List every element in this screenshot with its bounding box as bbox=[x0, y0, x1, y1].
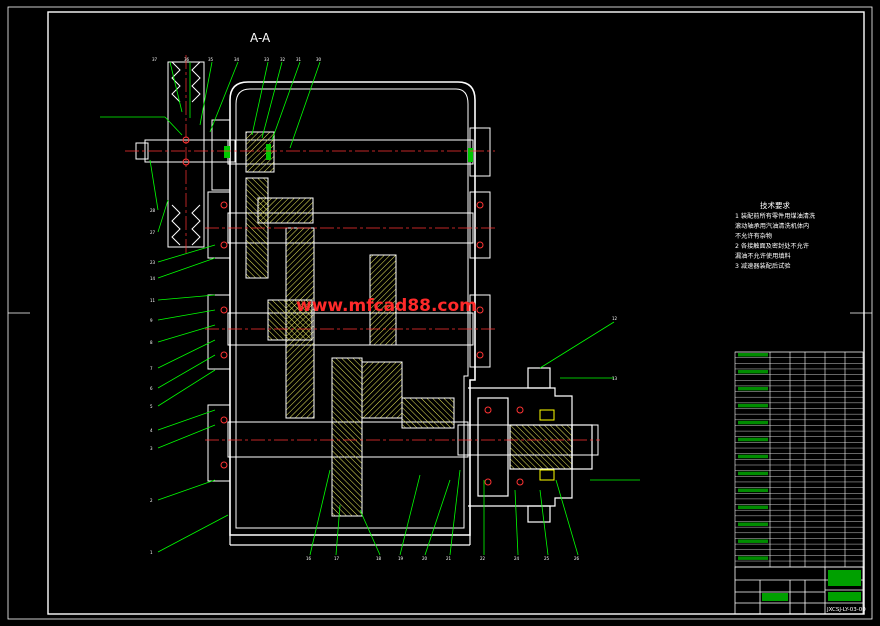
parts-list-cell bbox=[738, 505, 768, 510]
parts-list-cell bbox=[738, 556, 768, 560]
bearing-balls bbox=[182, 136, 524, 486]
svg-text:13: 13 bbox=[612, 376, 618, 381]
svg-text:23: 23 bbox=[150, 260, 156, 265]
svg-text:2 各接触面及密封处不允许: 2 各接触面及密封处不允许 bbox=[735, 242, 809, 250]
svg-text:3: 3 bbox=[150, 446, 153, 451]
svg-text:21: 21 bbox=[446, 556, 452, 561]
svg-text:1: 1 bbox=[150, 550, 153, 555]
svg-text:20: 20 bbox=[422, 556, 428, 561]
parts-list-cell bbox=[738, 369, 768, 374]
svg-text:不允许有杂物: 不允许有杂物 bbox=[735, 232, 772, 240]
green-accents bbox=[224, 144, 473, 162]
output-housing bbox=[468, 367, 593, 523]
svg-text:31: 31 bbox=[296, 57, 302, 62]
parts-list-cell bbox=[738, 403, 768, 408]
parts-list-cell bbox=[738, 539, 768, 543]
watermark: www.mfcad88.com bbox=[296, 296, 477, 316]
title-block bbox=[734, 566, 864, 615]
svg-text:30: 30 bbox=[316, 57, 322, 62]
svg-text:14: 14 bbox=[150, 276, 156, 281]
parts-list-cell bbox=[738, 353, 768, 357]
pulley bbox=[135, 61, 236, 248]
svg-text:17: 17 bbox=[334, 556, 340, 561]
svg-text:2: 2 bbox=[150, 498, 153, 503]
section-label: A-A bbox=[250, 31, 271, 45]
parts-list-cell bbox=[738, 522, 768, 526]
svg-text:24: 24 bbox=[514, 556, 520, 561]
svg-text:6: 6 bbox=[150, 386, 153, 391]
svg-text:11: 11 bbox=[150, 298, 156, 303]
svg-text:25: 25 bbox=[544, 556, 550, 561]
svg-text:1 装配前所有零件用煤油清洗: 1 装配前所有零件用煤油清洗 bbox=[735, 212, 816, 220]
svg-text:32: 32 bbox=[280, 57, 286, 62]
tech-requirements-title: 技术要求 bbox=[760, 200, 790, 210]
svg-text:滚动轴承用汽油清洗机体内: 滚动轴承用汽油清洗机体内 bbox=[735, 222, 809, 230]
svg-text:3 减速器装配后试验: 3 减速器装配后试验 bbox=[735, 262, 791, 270]
svg-text:26: 26 bbox=[574, 556, 580, 561]
parts-list-green-cells bbox=[738, 353, 768, 560]
svg-text:35: 35 bbox=[208, 57, 214, 62]
svg-text:5: 5 bbox=[150, 404, 153, 409]
svg-text:22: 22 bbox=[480, 556, 486, 561]
title-block-cell bbox=[762, 593, 788, 601]
svg-text:12: 12 bbox=[612, 316, 618, 321]
svg-text:34: 34 bbox=[234, 57, 240, 62]
leader-lines bbox=[100, 61, 640, 556]
parts-list-rows bbox=[735, 351, 863, 562]
svg-text:28: 28 bbox=[150, 208, 156, 213]
svg-text:9: 9 bbox=[150, 318, 153, 323]
drawing-number: JXCSJ-LY-03-00 bbox=[826, 607, 866, 613]
svg-text:27: 27 bbox=[150, 230, 156, 235]
seals bbox=[539, 409, 555, 481]
svg-text:7: 7 bbox=[150, 366, 153, 371]
parts-list-cell bbox=[738, 420, 768, 425]
svg-text:8: 8 bbox=[150, 340, 153, 345]
parts-list-cell bbox=[738, 488, 768, 493]
svg-text:33: 33 bbox=[264, 57, 270, 62]
parts-list-cell bbox=[738, 454, 768, 459]
svg-text:36: 36 bbox=[184, 57, 190, 62]
gears bbox=[245, 131, 455, 517]
svg-text:19: 19 bbox=[398, 556, 404, 561]
svg-text:16: 16 bbox=[306, 556, 312, 561]
svg-text:37: 37 bbox=[152, 57, 158, 62]
centerlines bbox=[125, 55, 600, 441]
parts-list-cell bbox=[738, 386, 768, 391]
svg-text:4: 4 bbox=[150, 428, 153, 433]
parts-list-cell bbox=[738, 471, 768, 476]
svg-text:漏油不允许使用填料: 漏油不允许使用填料 bbox=[735, 252, 791, 260]
parts-list-cell bbox=[738, 437, 768, 442]
balloon-numbers: 37 36 35 34 33 32 31 30 28 27 23 14 11 9… bbox=[150, 57, 618, 561]
gearbox-housing bbox=[229, 81, 476, 546]
tech-requirements: 技术要求 1 装配前所有零件用煤油清洗 滚动轴承用汽油清洗机体内 不允许有杂物 … bbox=[735, 200, 816, 270]
svg-text:18: 18 bbox=[376, 556, 382, 561]
title-block-green-cell bbox=[828, 570, 861, 586]
title-block-name-cell bbox=[828, 592, 861, 601]
